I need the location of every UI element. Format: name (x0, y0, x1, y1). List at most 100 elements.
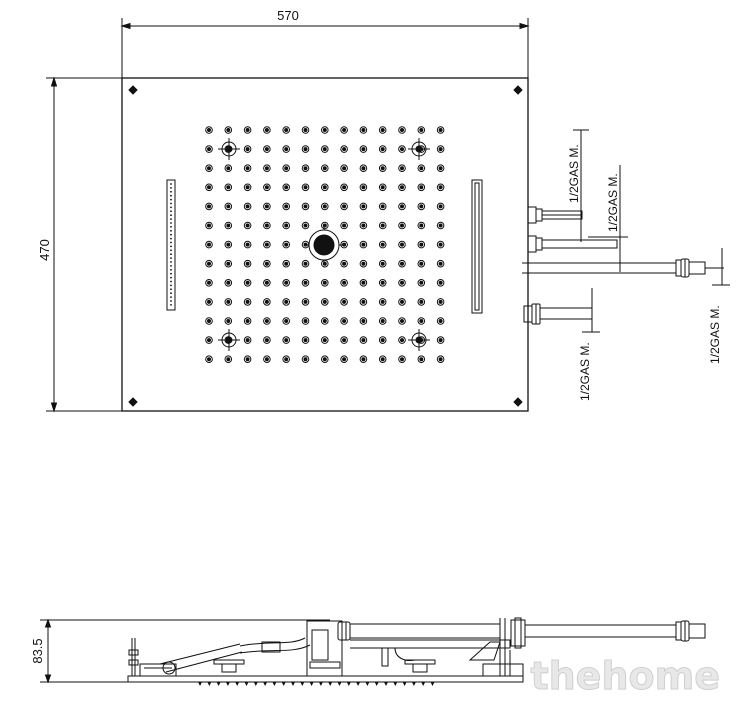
side-nozzle (309, 682, 314, 686)
nozzle (359, 336, 368, 344)
nozzle (436, 240, 445, 249)
nozzle (398, 259, 406, 268)
top-view: 1/2GAS M. 1/2GAS M. 1/2GAS M. 1/2GAS M. (46, 18, 730, 413)
side-plate (127, 675, 524, 683)
nozzle (398, 164, 406, 172)
nozzle (340, 355, 348, 364)
strip-nozzle (170, 257, 172, 259)
nozzle (243, 240, 252, 249)
side-nozzle (365, 682, 370, 686)
gas-label-top-left: 1/2GAS M. (567, 144, 581, 203)
nozzle (205, 298, 213, 306)
nozzle (205, 183, 213, 192)
nozzle (417, 298, 426, 306)
nozzle (321, 183, 329, 192)
side-left-rod (128, 638, 139, 676)
width-dimension (120, 18, 530, 78)
nozzle (282, 183, 291, 192)
strip-nozzle (170, 190, 172, 193)
nozzle (243, 317, 252, 325)
nozzle (359, 221, 368, 230)
strip-nozzle (170, 194, 172, 197)
side-nozzle (207, 682, 212, 686)
side-view (40, 617, 706, 686)
nozzle (359, 240, 368, 249)
nozzle (301, 145, 310, 153)
nozzle (417, 240, 426, 249)
strip-nozzle (170, 229, 172, 232)
nozzle (378, 298, 387, 306)
nozzle (263, 126, 271, 134)
gas-label-bottom: 1/2GAS M. (578, 342, 592, 401)
nozzle (359, 202, 368, 211)
nozzle (263, 259, 271, 268)
nozzle (224, 183, 233, 192)
side-nozzles (198, 682, 435, 686)
nozzle (378, 202, 387, 211)
side-nozzle (411, 682, 416, 686)
inlet-pipe-long (522, 258, 724, 278)
strip-nozzle (170, 214, 172, 217)
nozzle (378, 145, 387, 153)
nozzle (205, 202, 213, 211)
nozzle (340, 202, 348, 211)
side-hose (239, 637, 311, 654)
nozzle (340, 126, 348, 134)
nozzle (205, 240, 213, 249)
nozzle (205, 317, 213, 325)
strip-nozzle (170, 280, 172, 283)
nozzle (243, 145, 252, 153)
nozzle (436, 183, 445, 192)
strip-nozzle (170, 253, 172, 256)
nozzle (340, 164, 348, 172)
nozzle (417, 221, 426, 230)
nozzle (321, 202, 329, 211)
side-nozzle (318, 682, 323, 686)
nozzle (321, 145, 329, 153)
nozzle (321, 259, 329, 268)
nozzle (321, 126, 329, 134)
nozzle (340, 145, 348, 153)
side-nozzle (198, 682, 202, 686)
nozzle (243, 336, 252, 344)
strip-nozzle (170, 245, 172, 248)
nozzle (224, 317, 233, 325)
nozzle (321, 221, 329, 230)
nozzle (436, 221, 445, 230)
gas-label-far-right: 1/2GAS M. (708, 305, 722, 364)
nozzle (205, 355, 213, 364)
nozzle (359, 126, 368, 134)
nozzle (340, 279, 348, 287)
nozzle (301, 317, 310, 325)
strip-nozzle (170, 292, 172, 295)
nozzle (224, 202, 233, 211)
strip-nozzle (170, 183, 172, 185)
nozzle (321, 336, 329, 344)
nozzle (340, 183, 348, 192)
nozzle (398, 317, 406, 325)
nozzle (417, 279, 426, 287)
nozzle (436, 355, 445, 364)
side-nozzle (393, 682, 398, 686)
nozzle (398, 145, 406, 153)
nozzle (436, 336, 445, 344)
strip-nozzle (170, 284, 172, 287)
strip-nozzle (170, 296, 172, 298)
nozzle (282, 164, 291, 172)
nozzle (378, 355, 387, 364)
inlet-fitting-lower (523, 303, 593, 325)
nozzle (263, 298, 271, 306)
nozzle (417, 317, 426, 325)
nozzle (436, 298, 445, 306)
nozzle (359, 317, 368, 325)
nozzle (301, 183, 310, 192)
nozzle (301, 202, 310, 211)
nozzle (378, 240, 387, 249)
nozzle (321, 279, 329, 287)
side-nozzle (263, 682, 268, 686)
gas-leaders (573, 129, 730, 333)
nozzle (282, 202, 291, 211)
inlet-fitting-upper (527, 206, 583, 224)
nozzle (282, 240, 291, 249)
nozzle (243, 259, 252, 268)
